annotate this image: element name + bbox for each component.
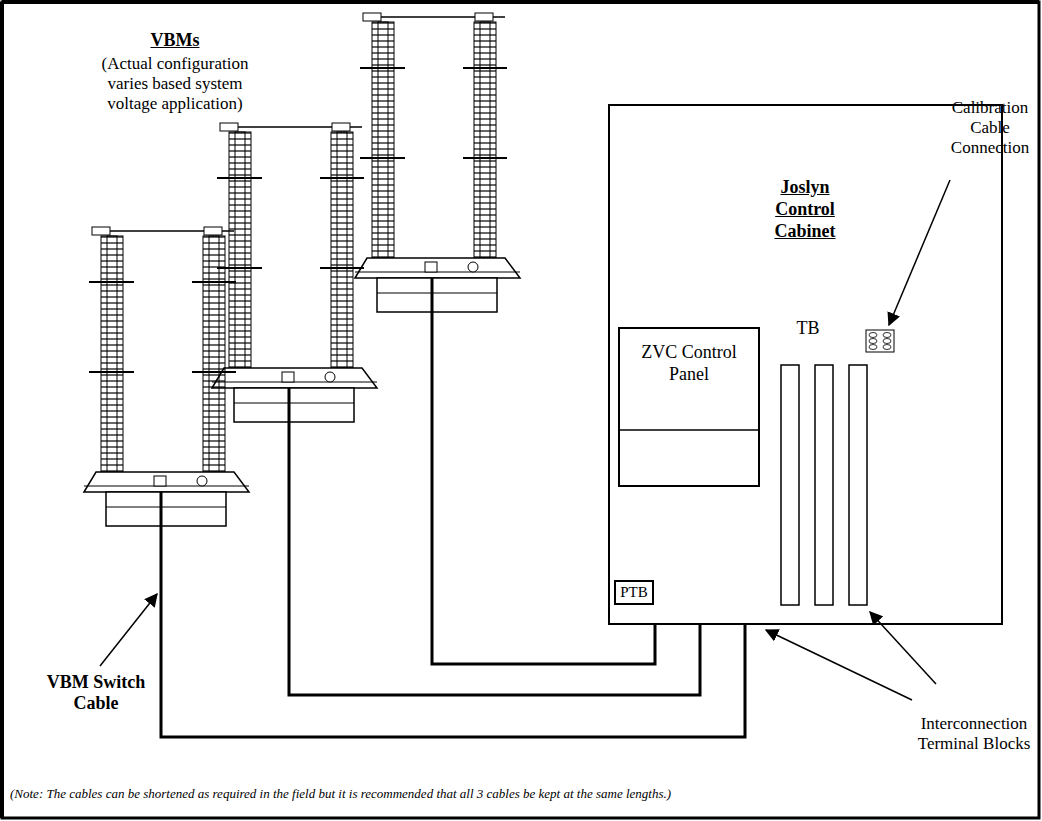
vbm-switch bbox=[212, 123, 377, 422]
group-heading: VBMs bbox=[120, 30, 230, 51]
control-cabinet: Joslyn Control CabinetZVC Control PanelP… bbox=[608, 104, 1003, 625]
power-terminal-block: PTB bbox=[614, 580, 654, 605]
note-text: (Note: The cables can be shortened as re… bbox=[10, 786, 1032, 802]
terminal-block bbox=[781, 365, 867, 605]
vbm-switch bbox=[355, 13, 520, 312]
note-text: (Actual configuration varies based syste… bbox=[82, 54, 268, 114]
callout-label: Interconnection Terminal Blocks bbox=[916, 714, 1032, 754]
part-label: TB bbox=[788, 318, 828, 339]
box-label: ZVC Control Panel bbox=[620, 341, 758, 385]
box-label: PTB bbox=[616, 583, 652, 602]
vbm-switch bbox=[84, 227, 249, 526]
callout-label: VBM Switch Cable bbox=[46, 672, 146, 714]
callout-label: Calibration Cable Connection bbox=[942, 98, 1038, 158]
calibration-connector bbox=[866, 330, 894, 352]
panel-divider bbox=[618, 429, 760, 431]
leader-arrow bbox=[100, 180, 950, 700]
control-panel: ZVC Control Panel bbox=[618, 327, 760, 487]
cabinet-heading: Joslyn Control Cabinet bbox=[750, 176, 860, 242]
